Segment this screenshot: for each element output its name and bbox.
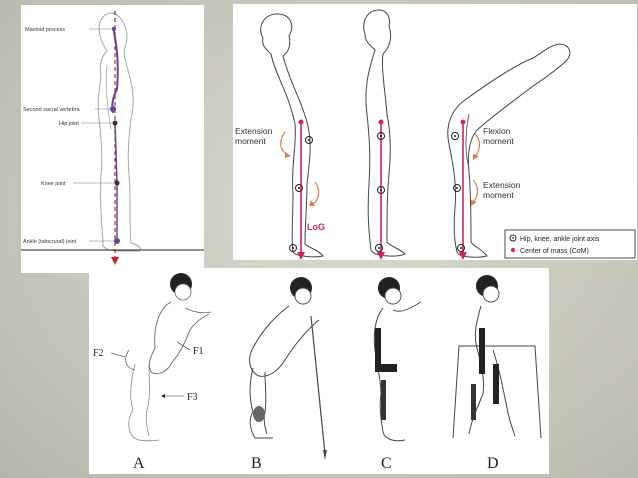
label-f2: F2: [93, 348, 104, 359]
child-figure-c: C: [373, 277, 422, 472]
label-flexion-moment-b: moment: [483, 136, 514, 146]
label-mastoid: Mastoid process: [25, 27, 65, 33]
child-figure-b: B: [249, 277, 327, 472]
child-figure-a: F2 F1 F3 A: [93, 273, 212, 472]
posture-plumb-line-panel: Mastoid process Second sacral vertebra H…: [21, 5, 204, 273]
down-arrow: [111, 257, 119, 265]
child-figure-d: D: [452, 275, 542, 472]
figure-flexion: [447, 43, 571, 258]
figure-label-c: C: [381, 455, 392, 472]
orthosis-figure: F2 F1 F3 A B: [93, 273, 542, 472]
label-extension-moment-1a: Extension: [235, 126, 273, 136]
label-knee: Knee joint: [41, 181, 66, 187]
spine-line: [111, 26, 119, 114]
figure-extension: [260, 13, 324, 258]
legend: Hip, knee, ankle joint axis Center of ma…: [504, 229, 636, 259]
label-flexion-moment-a: Flexion: [483, 126, 511, 136]
label-sacral: Second sacral vertebra: [23, 107, 80, 113]
label-extension-moment-2a: Extension: [483, 180, 521, 190]
legend-joint-axis: Hip, knee, ankle joint axis: [520, 236, 600, 243]
label-extension-moment-2b: moment: [483, 190, 514, 200]
plumb-line-figure: Mastoid process Second sacral vertebra H…: [21, 11, 204, 265]
label-hip: Hip joint: [59, 121, 79, 127]
label-ankle: Ankle (talocrural) joint: [23, 239, 77, 245]
figure-label-d: D: [487, 455, 499, 472]
body-outline: [97, 12, 142, 252]
moments-figure: Extension moment LoG Flexion moment Exte…: [235, 9, 636, 260]
moments-panel: Extension moment LoG Flexion moment Exte…: [233, 4, 637, 260]
label-f3: F3: [187, 392, 198, 403]
label-extension-moment-1b: moment: [235, 136, 266, 146]
figure-upright: [363, 9, 406, 257]
figure-label-a: A: [133, 455, 145, 472]
label-f1: F1: [193, 346, 204, 357]
legend-com: Center of mass (CoM): [520, 248, 589, 255]
label-log: LoG: [307, 222, 325, 232]
figure-label-b: B: [251, 455, 262, 472]
orthosis-panel: F2 F1 F3 A B: [89, 268, 549, 474]
